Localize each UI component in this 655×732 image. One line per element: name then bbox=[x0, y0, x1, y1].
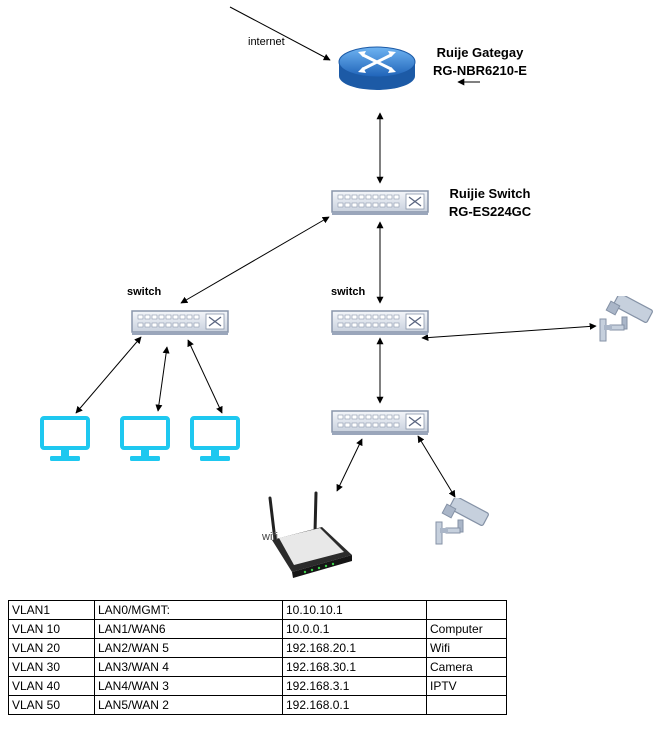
security-camera-icon bbox=[435, 498, 490, 545]
vlan-id-cell: VLAN 10 bbox=[8, 619, 95, 639]
link-lower-wifi bbox=[336, 438, 363, 492]
ip-cell: 192.168.3.1 bbox=[282, 676, 427, 696]
vlan-id-cell: VLAN 30 bbox=[8, 657, 95, 677]
link-core-left bbox=[180, 216, 330, 304]
core-switch-label: Ruijie Switch RG-ES224GC bbox=[440, 185, 540, 221]
table-row: VLAN 10 LAN1/WAN6 10.0.0.1 Computer bbox=[8, 619, 507, 639]
table-row: VLAN 20 LAN2/WAN 5 192.168.20.1 Wifi bbox=[8, 638, 507, 658]
port-cell: LAN2/WAN 5 bbox=[94, 638, 283, 658]
port-cell: LAN5/WAN 2 bbox=[94, 695, 283, 715]
right-switch-label: switch bbox=[331, 286, 366, 298]
right-switch-icon bbox=[331, 310, 429, 336]
usage-cell bbox=[426, 600, 507, 620]
usage-cell bbox=[426, 695, 507, 715]
port-cell: LAN1/WAN6 bbox=[94, 619, 283, 639]
internet-link bbox=[229, 6, 331, 61]
usage-cell: Camera bbox=[426, 657, 507, 677]
monitor-icon bbox=[190, 416, 240, 463]
wireless-router-icon bbox=[268, 491, 352, 578]
vlan-id-cell: VLAN 20 bbox=[8, 638, 95, 658]
link-lower-camera2 bbox=[417, 435, 456, 498]
link-left-pc3 bbox=[187, 339, 223, 414]
gateway-model: RG-NBR6210-E bbox=[433, 63, 527, 78]
link-left-pc2 bbox=[155, 346, 170, 412]
port-cell: LAN3/WAN 4 bbox=[94, 657, 283, 677]
wifi-label: wifi bbox=[262, 531, 278, 543]
link-left-pc1 bbox=[75, 336, 142, 414]
table-row: VLAN1 LAN0/MGMT: 10.10.10.1 bbox=[8, 600, 507, 620]
vlan-id-cell: VLAN 50 bbox=[8, 695, 95, 715]
link-right-camera1 bbox=[421, 322, 597, 342]
internet-label: internet bbox=[248, 36, 285, 48]
ip-cell: 10.10.10.1 bbox=[282, 600, 427, 620]
table-row: VLAN 50 LAN5/WAN 2 192.168.0.1 bbox=[8, 695, 507, 715]
vlan-table: VLAN1 LAN0/MGMT: 10.10.10.1 VLAN 10 LAN1… bbox=[8, 600, 507, 715]
lower-switch-icon bbox=[331, 410, 429, 436]
connections bbox=[75, 6, 597, 498]
monitor-icon bbox=[120, 416, 170, 463]
left-switch-label: switch bbox=[127, 286, 162, 298]
vlan-id-cell: VLAN 40 bbox=[8, 676, 95, 696]
network-diagram bbox=[40, 6, 654, 578]
core-switch-icon bbox=[331, 190, 429, 216]
ip-cell: 192.168.20.1 bbox=[282, 638, 427, 658]
usage-cell: IPTV bbox=[426, 676, 507, 696]
monitor-icon bbox=[40, 416, 90, 463]
ip-cell: 192.168.30.1 bbox=[282, 657, 427, 677]
ip-cell: 192.168.0.1 bbox=[282, 695, 427, 715]
table-row: VLAN 40 LAN4/WAN 3 192.168.3.1 IPTV bbox=[8, 676, 507, 696]
core-switch-name: Ruijie Switch bbox=[449, 186, 531, 201]
vlan-id-cell: VLAN1 bbox=[8, 600, 95, 620]
left-switch-icon bbox=[131, 310, 229, 336]
usage-cell: Wifi bbox=[426, 638, 507, 658]
gateway-label: Ruije Gategay RG-NBR6210-E bbox=[418, 44, 542, 80]
usage-cell: Computer bbox=[426, 619, 507, 639]
port-cell: LAN0/MGMT: bbox=[94, 600, 283, 620]
security-camera-icon bbox=[599, 296, 654, 342]
router-icon bbox=[338, 46, 416, 90]
table-row: VLAN 30 LAN3/WAN 4 192.168.30.1 Camera bbox=[8, 657, 507, 677]
ip-cell: 10.0.0.1 bbox=[282, 619, 427, 639]
core-switch-model: RG-ES224GC bbox=[448, 204, 532, 219]
port-cell: LAN4/WAN 3 bbox=[94, 676, 283, 696]
gateway-name: Ruije Gategay bbox=[436, 45, 524, 60]
